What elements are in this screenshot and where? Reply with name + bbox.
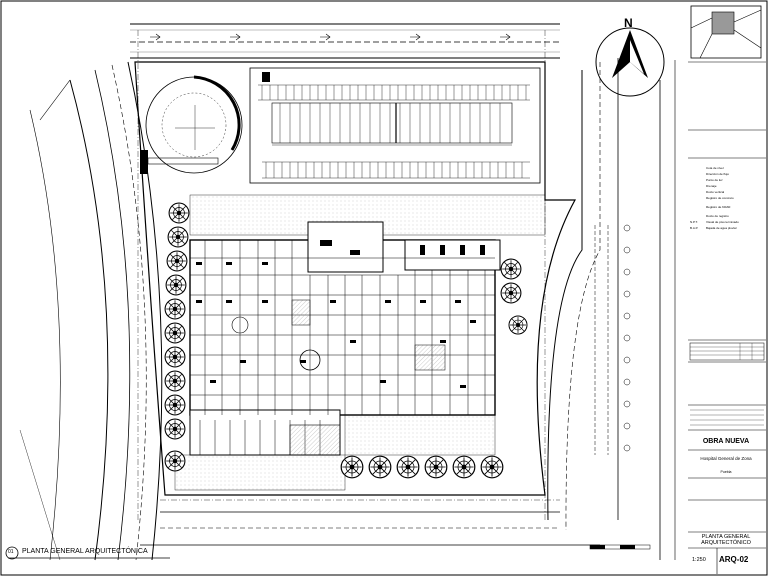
- scale-label: 1:250: [692, 557, 706, 563]
- plaza-south: [344, 414, 496, 456]
- legend-item: Visual de piso terminado: [706, 220, 739, 224]
- title-block-graphics: [688, 5, 766, 574]
- project-location: Puebla: [720, 470, 732, 474]
- legend-abbr: B.A.P.: [690, 226, 699, 230]
- legend-item: Bajada de agua pluvial: [706, 226, 737, 230]
- legend-item: Registro de concreto: [706, 196, 734, 200]
- legend-item: Ducto vertical: [706, 190, 725, 194]
- legend: Cota de nivel Dirección de flujo Punto d…: [690, 160, 764, 230]
- sheet-name: PLANTA GENERAL ARQUITECTÓNICO: [701, 534, 751, 546]
- sheet-title: PLANTA GENERAL ARQUITECTÓNICA: [22, 548, 148, 555]
- legend-item: Ducto de registro: [706, 214, 729, 218]
- legend-abbr: N.P.T.: [690, 220, 698, 224]
- legend-item: Drenaje: [706, 184, 717, 188]
- legend-item: Punto de luz: [706, 178, 723, 182]
- parking-lot: [249, 67, 541, 184]
- north-label: N: [624, 16, 633, 30]
- helipad: [140, 75, 243, 174]
- project-name: Hospital General de Zona: [700, 456, 752, 461]
- title-block: Cota de nivel Dirección de flujo Punto d…: [687, 0, 765, 574]
- hospital-building: [189, 221, 501, 456]
- graphic-scale: [589, 544, 651, 550]
- legend-item: Cota de nivel: [706, 166, 724, 170]
- project-type: OBRA NUEVA: [702, 438, 750, 445]
- sheet-code: ARQ-02: [719, 555, 749, 564]
- top-street: [130, 23, 560, 59]
- left-avenue: [19, 61, 163, 561]
- right-parking-markers: [594, 224, 631, 455]
- right-street: [547, 58, 676, 560]
- legend-item: Registro de 60x60: [706, 205, 731, 209]
- north-arrow: [595, 27, 665, 97]
- view-number: 01: [8, 549, 14, 555]
- legend-item: Dirección de flujo: [706, 172, 730, 176]
- site-boundary: [134, 61, 577, 496]
- view-marker: [5, 546, 19, 560]
- bottom-street: [140, 511, 600, 546]
- plaza-west: [174, 454, 346, 491]
